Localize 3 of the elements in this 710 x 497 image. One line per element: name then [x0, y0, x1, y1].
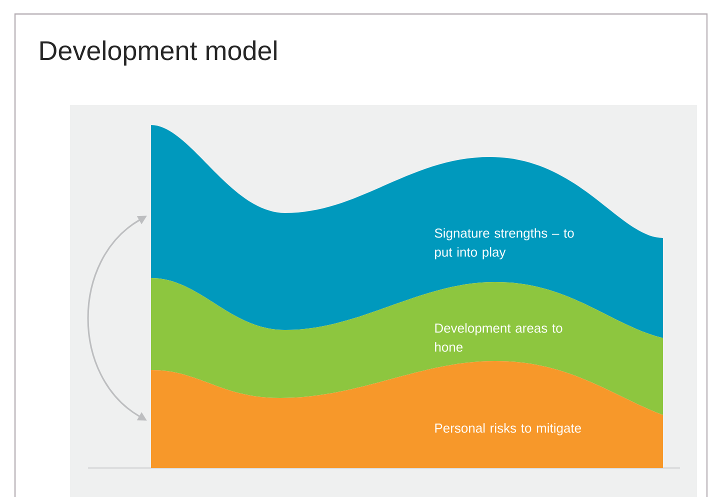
title: Development model: [40, 40, 276, 66]
band: Development areas to hone: [151, 278, 663, 415]
band: Personal risks to mitigate: [151, 361, 663, 468]
